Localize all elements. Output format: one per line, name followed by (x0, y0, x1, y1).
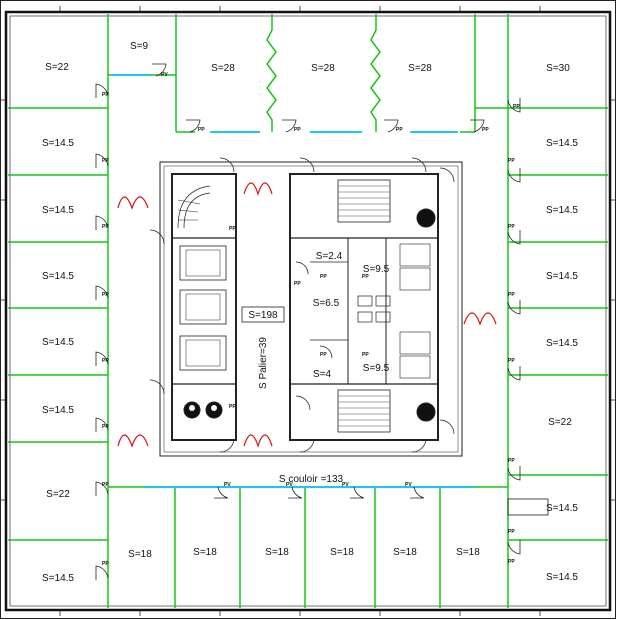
right-block (289, 173, 439, 441)
room-area-label: S=22 (45, 62, 69, 73)
room-area-label: S=28 (408, 63, 432, 74)
door-tag-pp: PP (508, 292, 515, 298)
room-area-label: S=28 (211, 63, 235, 74)
left-rooms: S=14.5 S=14.5 S=14.5 S=14.5 S=14.5 S=22 … (42, 138, 74, 584)
door-tag-pp: PP (508, 158, 515, 164)
door-tag-pp: PP (508, 529, 515, 535)
room-area-label: S=14.5 (546, 271, 578, 282)
room-area-label: S=6.5 (313, 298, 340, 309)
door-tag-pp: PP (320, 274, 327, 280)
room-area-label: S=4 (313, 369, 332, 380)
central-core (159, 161, 549, 516)
door-tag-pp: PP (229, 226, 236, 232)
door-tag-pp: PP (102, 292, 109, 298)
windows (112, 74, 475, 488)
door-tag-pp: PP (198, 127, 205, 133)
room-area-label: S=14.5 (42, 138, 74, 149)
door-tag-pp: PP (294, 281, 301, 287)
room-area-label: S=14.5 (42, 337, 74, 348)
room-area-label: S=18 (393, 547, 417, 558)
door-tag-pp: PP (508, 224, 515, 230)
room-area-label: S=22 (46, 489, 70, 500)
room-area-label: S=14.5 (546, 572, 578, 583)
door-tag-pp: PP (102, 158, 109, 164)
room-area-label: S=18 (193, 547, 217, 558)
door-tag-pp: PP (294, 127, 301, 133)
room-area-label: S=14.5 (42, 271, 74, 282)
room-area-label: S=9.5 (363, 264, 390, 275)
room-area-label: S=30 (546, 63, 570, 74)
room-area-label: S=14.5 (42, 573, 74, 584)
door-tag-pp: PP (362, 352, 369, 358)
room-area-label: S=14.5 (546, 138, 578, 149)
door-tag-pv: PV (286, 482, 293, 488)
door-tag-pv: PV (405, 482, 412, 488)
door-tag-pp: PP (102, 224, 109, 230)
door-tag-pp: PP (102, 482, 109, 488)
door-tag-pv: PV (342, 482, 349, 488)
door-tag-pp: PP (102, 561, 109, 567)
room-area-label: S=18 (128, 549, 152, 560)
room-area-label: S=18 (456, 547, 480, 558)
door-tag-pp: PP (362, 274, 369, 280)
palier-area: S Palier=39 (258, 337, 269, 389)
door-tag-pp: PP (508, 358, 515, 364)
outer-wall-inner-line (9, 15, 607, 607)
door-tag-pv: PV (224, 482, 231, 488)
door-tag-pp: PP (396, 127, 403, 133)
left-block (171, 173, 237, 441)
door-tags: PP PP PP PP PP PP PP PP PP PP PP PP PP P… (102, 72, 520, 567)
room-area-label: S=14.5 (42, 405, 74, 416)
door-tag-pp: PP (102, 92, 109, 98)
room-area-label: S=14.5 (546, 503, 578, 514)
door-swings (117, 182, 497, 448)
room-area-label: S=14.5 (546, 338, 578, 349)
room-area-label: S=22 (548, 417, 572, 428)
core-total-area: S=198 (248, 310, 278, 321)
bottom-rooms: S=18 S=18 S=18 S=18 S=18 S=18 (128, 547, 480, 560)
room-area-label: S=9.5 (363, 363, 390, 374)
dimension-ticks (0, 6, 616, 616)
core-labels: S=198 S Palier=39 S couloir =133 S=2.4 S… (248, 251, 389, 485)
core-outline (159, 161, 463, 457)
outer-wall (4, 10, 612, 612)
door-tag-pp: PP (482, 127, 489, 133)
door-tag-pp: PP (508, 458, 515, 464)
door-tag-pp: PP (320, 352, 327, 358)
door-tag-pp: PP (102, 424, 109, 430)
door-leaves (95, 63, 521, 580)
room-area-label: S=18 (330, 547, 354, 558)
couloir-area: S couloir =133 (279, 474, 344, 485)
top-rooms: S=22 S=9 S=28 S=28 S=28 S=30 (45, 41, 570, 74)
room-area-label: S=14.5 (546, 205, 578, 216)
door-tag-pp: PP (508, 559, 515, 565)
core-inner-outline (163, 165, 459, 453)
room-area-label: S=14.5 (42, 205, 74, 216)
door-tag-pp: PP (229, 404, 236, 410)
room-area-label: S=28 (311, 63, 335, 74)
room-area-label: S=9 (130, 41, 149, 52)
door-tag-pp: PP (102, 358, 109, 364)
door-tag-pv: PV (161, 72, 168, 78)
room-area-label: S=18 (265, 547, 289, 558)
room-area-label: S=2.4 (316, 251, 343, 262)
right-rooms: S=14.5 S=14.5 S=14.5 S=14.5 S=22 S=14.5 … (546, 138, 578, 583)
door-tag-pp: PP (513, 104, 520, 110)
